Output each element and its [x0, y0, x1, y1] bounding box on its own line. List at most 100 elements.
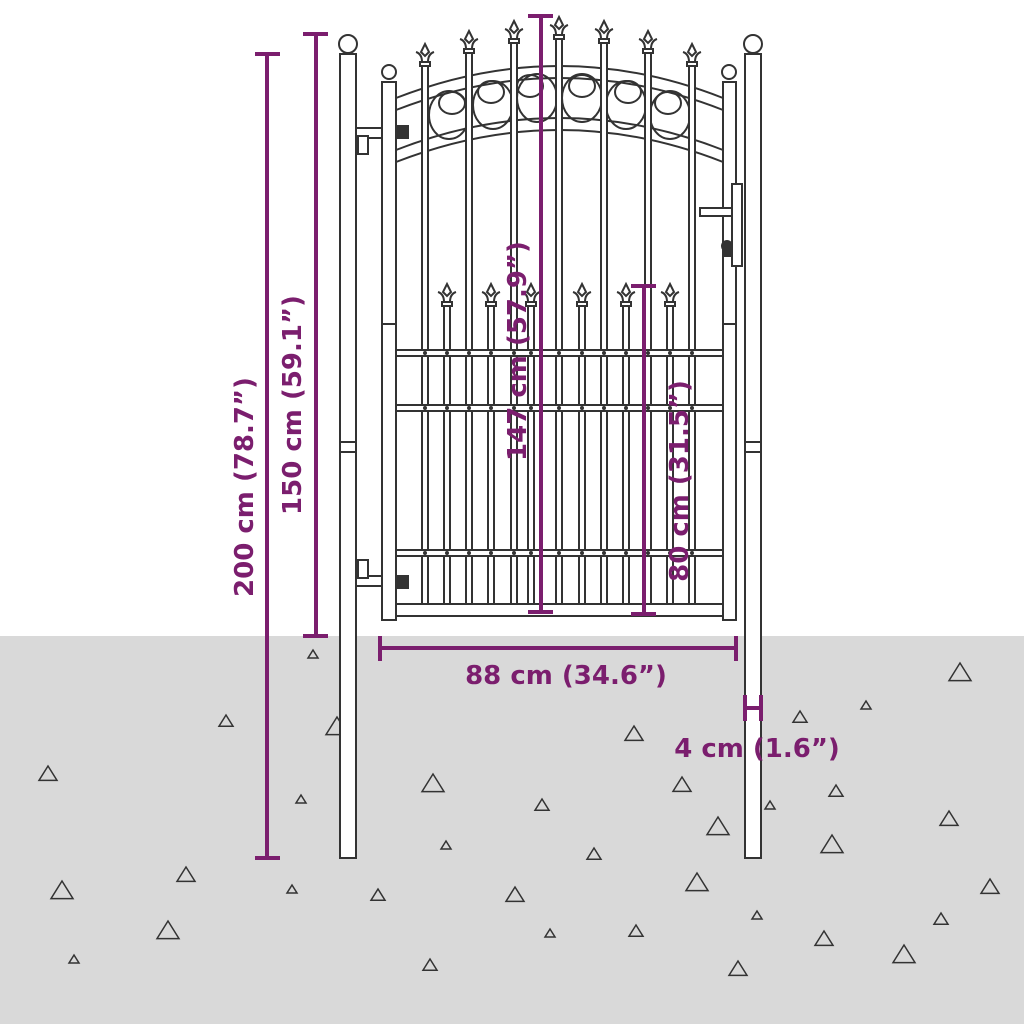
tall-bar	[465, 52, 473, 605]
rivet	[557, 351, 561, 355]
tall-bar	[555, 38, 563, 605]
tall-bar	[600, 42, 608, 605]
tall-bars	[415, 14, 702, 605]
finial-collar	[441, 301, 453, 307]
ground-pebble	[217, 713, 235, 727]
rivet	[602, 551, 606, 555]
rivet	[467, 351, 471, 355]
finial-collar	[508, 38, 520, 44]
rail-rivets	[423, 351, 694, 555]
handle-lock	[699, 183, 743, 267]
ground-pebble	[543, 927, 557, 938]
finial-collar	[686, 61, 698, 67]
ground-pebble	[947, 661, 973, 682]
finial-ornament	[504, 18, 524, 40]
rivet	[690, 351, 694, 355]
finial-ornament	[481, 281, 501, 303]
ground-pebble	[421, 957, 439, 971]
finial-collar	[576, 301, 588, 307]
label-gate-width: 88 cm (34.6”)	[465, 661, 667, 691]
ground-pebble	[750, 909, 764, 920]
ground-pebble	[175, 865, 197, 883]
right-post	[743, 34, 763, 859]
rivet	[512, 351, 516, 355]
ground-pebble	[859, 699, 873, 710]
ground-pebble	[791, 709, 809, 723]
rivet	[467, 406, 471, 410]
ground-pebble	[727, 959, 749, 977]
rivet	[529, 551, 533, 555]
rivet	[580, 551, 584, 555]
rivet	[624, 551, 628, 555]
ground-pebble	[819, 833, 845, 854]
ground-pebbles	[37, 648, 1001, 977]
label-total-height: 200 cm (78.7”)	[230, 377, 260, 597]
tall-bar	[421, 65, 429, 605]
finial-collar	[525, 301, 537, 307]
left-post	[338, 34, 358, 859]
rivet	[624, 351, 628, 355]
ground-pebble	[671, 775, 693, 793]
rivet	[646, 406, 650, 410]
rivet	[445, 406, 449, 410]
finial-collar	[463, 48, 475, 54]
rivet	[512, 551, 516, 555]
finial-ornament	[616, 281, 636, 303]
ground-pebble	[67, 953, 81, 964]
ground-pebble	[306, 648, 320, 659]
dimension-labels: 200 cm (78.7”) 150 cm (59.1”) 147 cm (57…	[230, 241, 840, 764]
rivet	[445, 551, 449, 555]
rivet	[690, 406, 694, 410]
ground-pebble	[979, 877, 1001, 895]
ground-pebble	[37, 764, 59, 782]
rivet	[668, 351, 672, 355]
rivet	[602, 406, 606, 410]
rivet	[489, 406, 493, 410]
label-center-height: 147 cm (57.9”)	[503, 241, 533, 461]
rivet	[602, 351, 606, 355]
short-bars	[437, 281, 680, 605]
rivet	[646, 351, 650, 355]
ground-pebble	[932, 911, 950, 925]
ground-pebble	[585, 846, 603, 860]
rivet	[580, 406, 584, 410]
finial-ornament	[572, 281, 592, 303]
rivet	[668, 406, 672, 410]
rivet	[512, 406, 516, 410]
finial-collar	[598, 38, 610, 44]
finial-collar	[642, 48, 654, 54]
rivet	[557, 551, 561, 555]
ground-pebble	[49, 879, 75, 900]
ground-pebble	[533, 797, 551, 811]
rivet	[467, 551, 471, 555]
rivet	[668, 551, 672, 555]
ground-pebble	[827, 783, 845, 797]
finial-ornament	[459, 28, 479, 50]
label-post-width: 4 cm (1.6”)	[674, 734, 840, 764]
finial-ornament	[415, 41, 435, 63]
ground-pebble	[439, 839, 453, 850]
dimension-lines	[255, 14, 763, 860]
rivet	[529, 351, 533, 355]
label-fence-height: 150 cm (59.1”)	[278, 295, 308, 515]
ground-pebble	[155, 919, 181, 940]
finial-collar	[664, 301, 676, 307]
ground-pebble	[623, 724, 645, 742]
finial-ornament	[549, 14, 569, 36]
rivet	[423, 351, 427, 355]
ground-area	[0, 636, 1024, 1024]
rivet	[423, 551, 427, 555]
rivet	[690, 551, 694, 555]
rivet	[646, 551, 650, 555]
label-lower-height: 80 cm (31.5”)	[665, 380, 695, 582]
rivet	[580, 351, 584, 355]
finial-ornament	[437, 281, 457, 303]
ground-pebble	[420, 772, 446, 793]
ground-pebble	[813, 929, 835, 947]
finial-collar	[620, 301, 632, 307]
finial-collar	[485, 301, 497, 307]
finial-ornament	[660, 281, 680, 303]
ground-pebble	[891, 943, 917, 964]
